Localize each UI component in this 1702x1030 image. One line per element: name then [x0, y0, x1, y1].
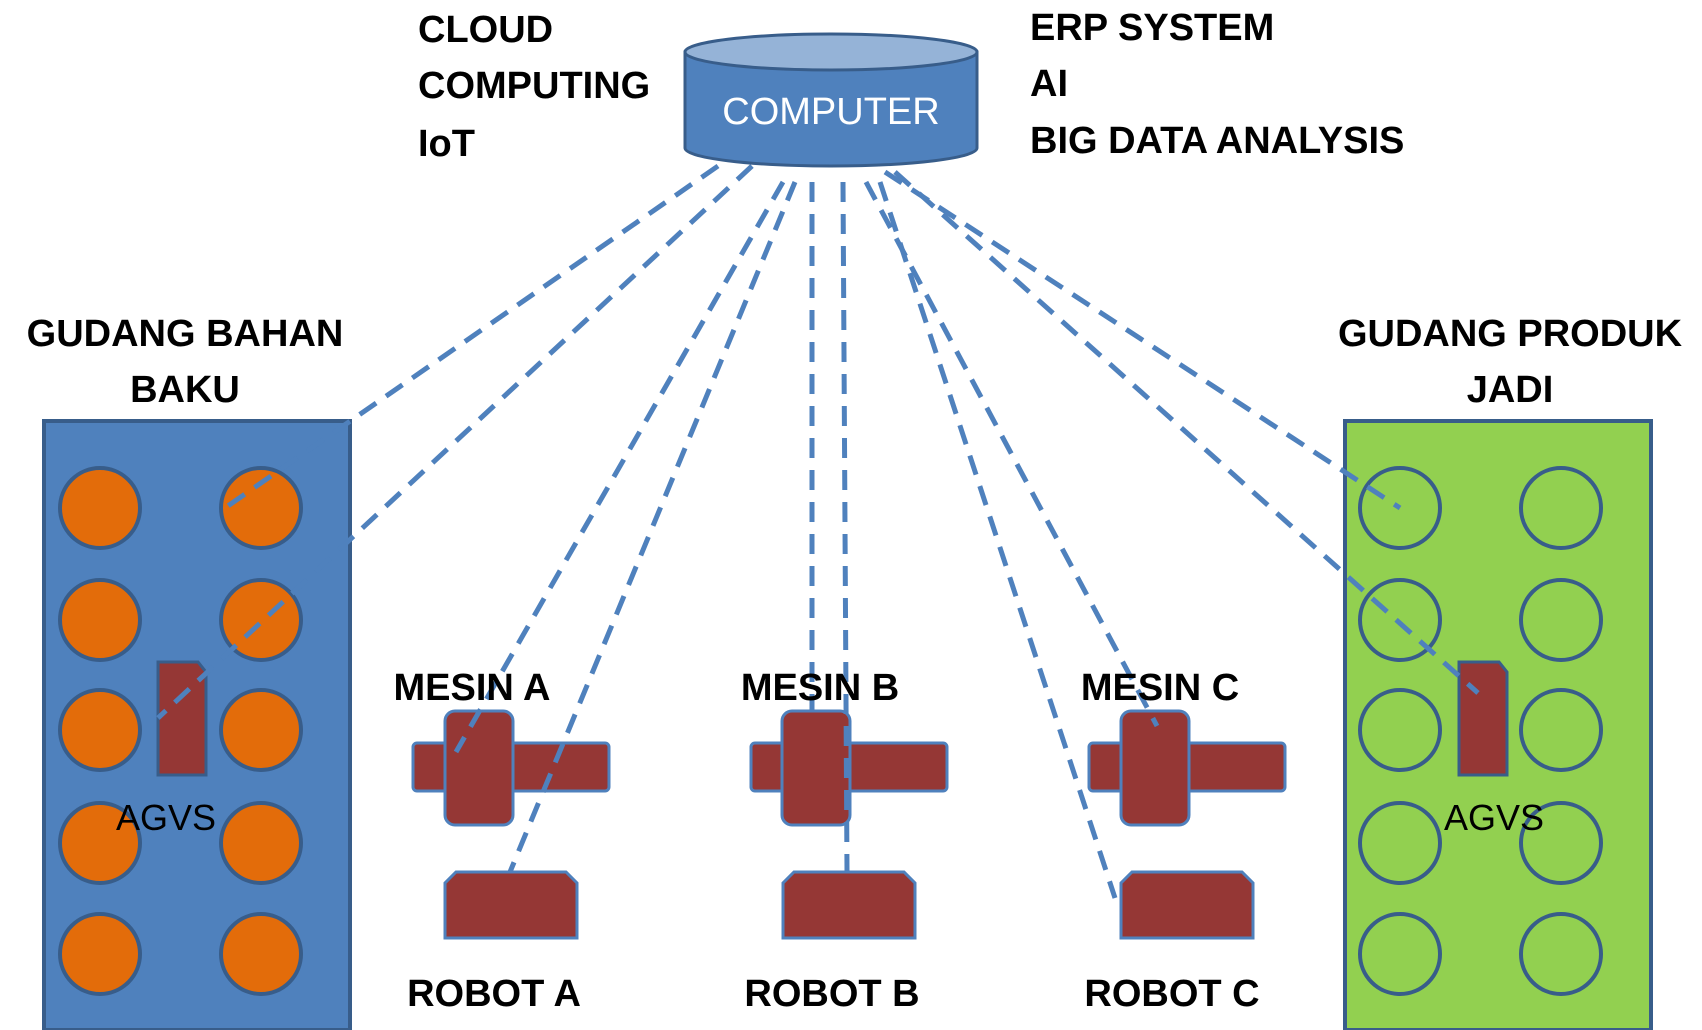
raw-material-slot: [58, 578, 142, 662]
warehouse-finished-title-line2: JADI: [1467, 369, 1554, 411]
raw-material-slot: [58, 801, 142, 885]
agv-left: [156, 660, 208, 777]
warehouse-raw-materials: AGVS: [42, 419, 352, 1030]
computer-label: COMPUTER: [722, 91, 939, 133]
raw-material-slot: [58, 466, 142, 550]
agv-right: [1457, 660, 1509, 777]
robot-b-label: ROBOT B: [744, 973, 919, 1015]
raw-material-slot: [219, 912, 303, 996]
robot-b: [781, 870, 917, 940]
tech-note-iot: IoT: [418, 123, 475, 165]
machine-b-body: [780, 709, 852, 827]
agv-right-label: AGVS: [1444, 797, 1544, 838]
tech-note-bigdata: BIG DATA ANALYSIS: [1030, 120, 1404, 162]
connection-line: [840, 181, 850, 873]
machine-a: [411, 709, 611, 827]
connection-line: [453, 180, 786, 754]
machine-b-label: MESIN B: [741, 667, 899, 709]
warehouse-finished-title-line1: GUDANG PRODUK: [1338, 313, 1683, 355]
raw-material-slots: [58, 466, 303, 996]
agv-left-label: AGVS: [116, 797, 216, 838]
connection-line: [877, 181, 1118, 899]
machine-a-body: [443, 709, 515, 827]
connection-line: [893, 170, 1480, 695]
machine-c-label: MESIN C: [1081, 667, 1239, 709]
warehouse-finished-goods: AGVS: [1343, 419, 1653, 1030]
raw-material-slot: [219, 578, 303, 662]
machine-a-label: MESIN A: [394, 667, 551, 709]
finished-goods-slot: [1358, 578, 1442, 662]
connection-line: [507, 181, 798, 873]
raw-material-slot: [219, 688, 303, 772]
raw-material-slot: [58, 912, 142, 996]
warehouse-raw-title-line1: GUDANG BAHAN: [27, 313, 344, 355]
finished-goods-slot: [1519, 912, 1603, 996]
robot-a: [443, 870, 579, 940]
finished-goods-slot: [1358, 801, 1442, 885]
left-tech-notes: CLOUD COMPUTING IoT: [418, 9, 650, 165]
finished-goods-slot: [1358, 688, 1442, 772]
computer-node: COMPUTER: [683, 32, 979, 168]
robot-c: [1119, 870, 1255, 940]
right-tech-notes: ERP SYSTEM AI BIG DATA ANALYSIS: [1030, 7, 1404, 162]
machine-c-body: [1119, 709, 1191, 827]
robot-a-label: ROBOT A: [407, 973, 581, 1015]
connection-line: [220, 163, 720, 513]
computer-cylinder-top: [683, 32, 979, 72]
network-connections: [156, 163, 1480, 899]
finished-goods-slot: [1358, 466, 1442, 550]
finished-goods-slot: [1519, 801, 1603, 885]
connection-line: [156, 164, 754, 720]
finished-goods-slot: [1358, 912, 1442, 996]
finished-goods-slots: [1358, 466, 1603, 996]
tech-note-erp: ERP SYSTEM: [1030, 7, 1274, 49]
raw-material-slot: [219, 801, 303, 885]
machine-c: [1087, 709, 1287, 827]
finished-goods-slot: [1519, 578, 1603, 662]
raw-material-slot: [58, 688, 142, 772]
finished-goods-slot: [1519, 466, 1603, 550]
tech-note-computing: COMPUTING: [418, 65, 650, 107]
connection-line: [863, 180, 1160, 728]
connection-line: [883, 169, 1402, 511]
tech-note-cloud: CLOUD: [418, 9, 553, 51]
computer-cylinder-body: [683, 50, 979, 168]
machine-b: [749, 709, 949, 827]
warehouse-raw-title-line2: BAKU: [130, 369, 240, 411]
finished-goods-slot: [1519, 688, 1603, 772]
tech-note-ai: AI: [1030, 63, 1068, 105]
robot-c-label: ROBOT C: [1084, 973, 1259, 1015]
raw-material-slot: [219, 466, 303, 550]
